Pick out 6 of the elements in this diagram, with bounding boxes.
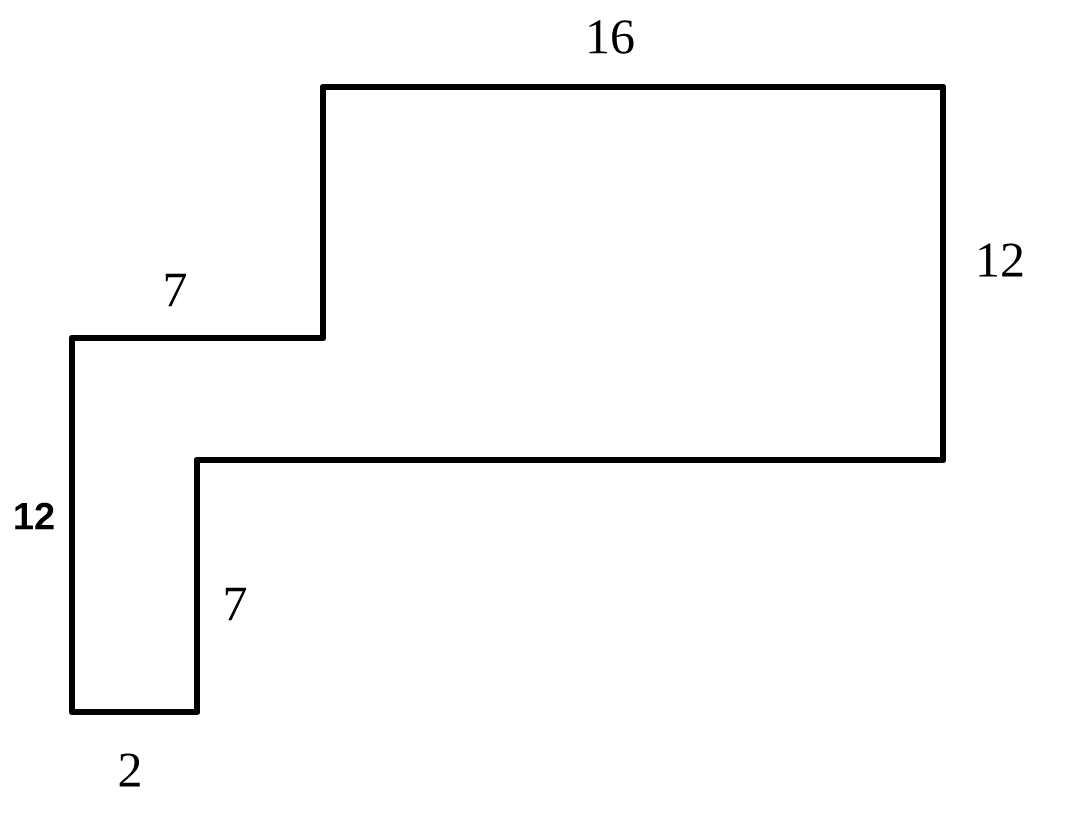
dimension-label: 12 — [979, 243, 1023, 277]
dimension-label: 7 — [225, 587, 247, 621]
dimension-label: 2 — [119, 753, 140, 787]
dimension-label: 7 — [165, 273, 187, 307]
dimension-label: 12 — [15, 502, 54, 530]
dimension-label: 16 — [589, 20, 634, 54]
